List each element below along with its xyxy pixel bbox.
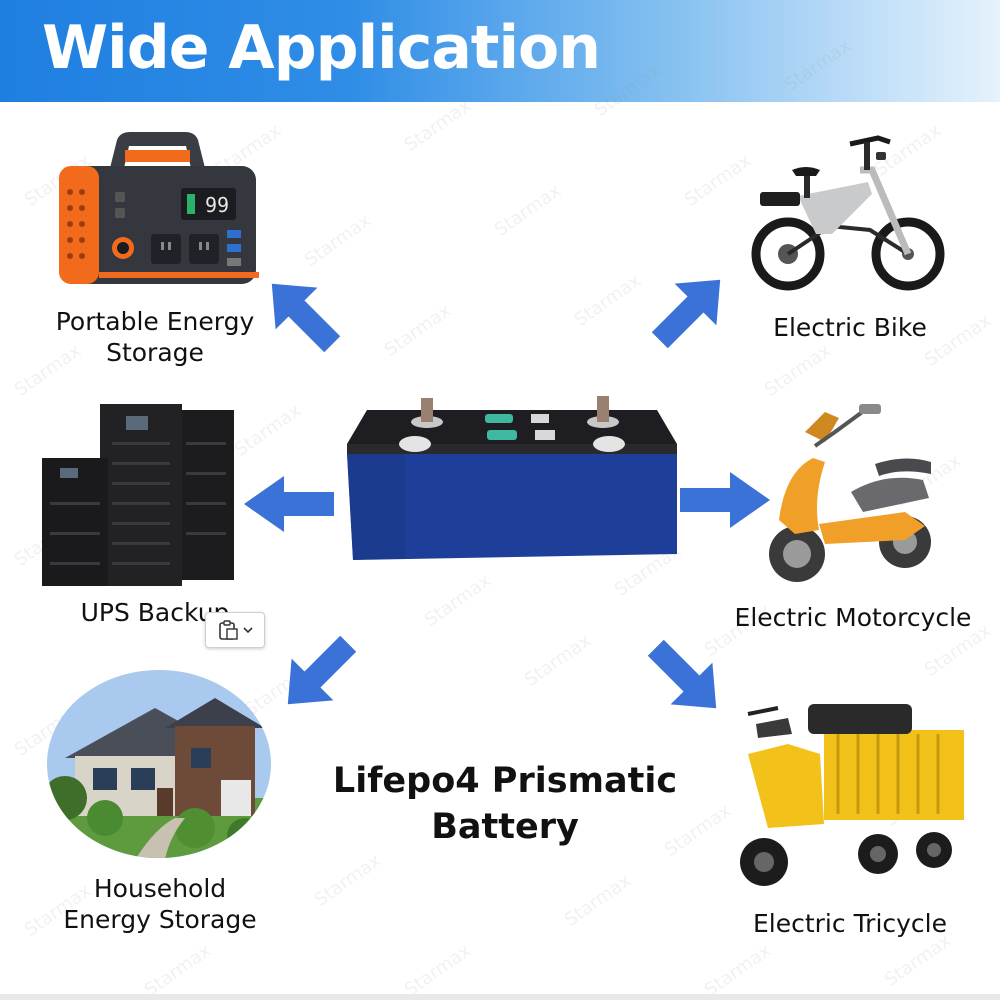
watermark: Starmax — [680, 150, 755, 211]
electric-bike-image — [751, 135, 945, 291]
watermark: Starmax — [400, 95, 475, 156]
watermark: Starmax — [880, 930, 955, 991]
label-electric-tricycle: Electric Tricycle — [752, 909, 948, 938]
arrow-to-tricycle-icon — [647, 639, 717, 709]
watermark: Starmax — [490, 180, 565, 241]
portable-power-station-image: 99 — [59, 132, 259, 284]
label-portable-energy-storage: Portable Energy Storage — [55, 307, 255, 367]
watermark: Starmax — [230, 400, 305, 461]
electric-motorcycle-image — [769, 404, 931, 582]
paste-options-button[interactable] — [205, 612, 265, 648]
label-household-energy-storage: Household Energy Storage — [63, 874, 257, 934]
arrow-to-household-icon — [287, 635, 357, 705]
prismatic-battery-image — [347, 396, 677, 560]
arrow-to-ups-icon — [244, 476, 334, 532]
header-banner: Wide Application — [0, 0, 1000, 102]
watermark: Starmax — [300, 210, 375, 271]
product-title: Lifepo4 Prismatic Battery — [332, 761, 678, 847]
watermark: Starmax — [420, 570, 495, 631]
watermark: Starmax — [400, 940, 475, 1001]
watermark: Starmax — [560, 870, 635, 931]
watermark: Starmax — [310, 850, 385, 911]
chevron-down-icon — [243, 627, 253, 634]
watermark: Starmax — [570, 270, 645, 331]
watermark: Starmax — [760, 340, 835, 401]
arrow-to-portable-icon — [271, 283, 341, 353]
watermark: Starmax — [700, 940, 775, 1001]
label-electric-bike: Electric Bike — [773, 313, 927, 342]
bottom-divider — [0, 994, 1000, 1000]
electric-tricycle-image — [740, 704, 964, 886]
power-display-readout: 99 — [205, 193, 229, 217]
watermark: Starmax — [140, 940, 215, 1001]
page-title: Wide Application — [42, 13, 601, 83]
watermark: Starmax — [380, 300, 455, 361]
arrow-to-ebike-icon — [651, 279, 721, 349]
watermark: Starmax — [520, 630, 595, 691]
arrow-to-motorcycle-icon — [680, 472, 770, 528]
household-image — [47, 670, 271, 858]
ups-backup-image — [42, 404, 234, 586]
label-electric-motorcycle: Electric Motorcycle — [734, 603, 972, 632]
clipboard-icon — [219, 620, 238, 640]
